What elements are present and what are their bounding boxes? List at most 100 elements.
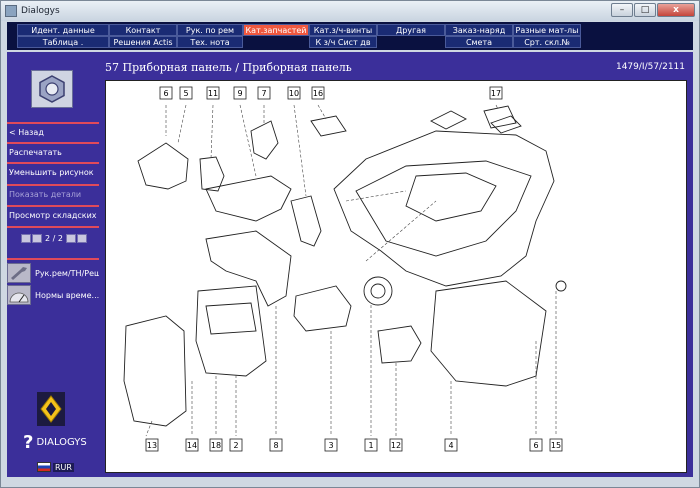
callout-6b[interactable]: 6 <box>533 441 538 450</box>
tab-actis-solutions[interactable]: Решения Actis <box>109 36 177 48</box>
title-bar: Dialogys – □ x <box>1 1 699 21</box>
tab-misc-materials[interactable]: Разные мат-лы <box>513 24 581 36</box>
part-center-console <box>195 285 267 377</box>
dashboard-body <box>333 130 555 287</box>
callout-7[interactable]: 7 <box>261 89 266 98</box>
dialogys-logo: ? DIALOGYS <box>23 432 87 453</box>
tab-stock-number[interactable]: Срт. скл.№ <box>513 36 581 48</box>
part-tray <box>293 285 352 332</box>
callout-6[interactable]: 6 <box>163 89 168 98</box>
part-knob <box>363 276 393 306</box>
russia-flag-icon <box>37 462 51 472</box>
vent-block-1 <box>430 110 467 130</box>
page-navigator: 2 / 2 <box>21 234 87 243</box>
tab-work-order[interactable]: Заказ-наряд <box>445 24 513 36</box>
part-plate-16 <box>310 115 347 137</box>
tab-parts-catalog[interactable]: Кат.запчастей <box>243 24 309 36</box>
part-knob-inner <box>370 283 386 299</box>
view-stock-numbers-button[interactable]: Просмотр складских но... <box>9 211 99 220</box>
tab-contact[interactable]: Контакт <box>109 24 177 36</box>
sidebar-separator <box>7 258 99 260</box>
tab-repair-manual[interactable]: Рук. по рем <box>177 24 243 36</box>
dashboard-inner <box>355 160 532 257</box>
maximize-button[interactable]: □ <box>634 3 656 17</box>
callout-10[interactable]: 10 <box>289 89 299 98</box>
callout-13[interactable]: 13 <box>147 441 157 450</box>
app-icon <box>5 5 17 17</box>
tab-ident[interactable]: Идент. данные <box>17 24 109 36</box>
tab-engine-parts[interactable]: К з/ч Сист дв <box>309 36 377 48</box>
time-norms-link[interactable]: Нормы време... <box>7 284 99 306</box>
part-vent <box>250 120 279 160</box>
window-title: Dialogys <box>21 6 60 16</box>
print-button[interactable]: Распечатать <box>9 148 62 157</box>
instrument-cluster-opening <box>405 172 497 222</box>
sidebar-separator <box>7 162 99 164</box>
callouts-top: 6 5 11 9 7 10 16 17 <box>159 86 503 100</box>
dialogys-question-icon: ? <box>23 432 34 453</box>
next-page-button[interactable] <box>65 234 76 243</box>
renault-logo <box>37 392 65 426</box>
page-indicator: 2 / 2 <box>45 234 63 243</box>
minimize-button[interactable]: – <box>611 3 633 17</box>
callout-12[interactable]: 12 <box>391 441 401 450</box>
callout-5[interactable]: 5 <box>183 89 188 98</box>
parts-exploded-drawing[interactable]: 6 5 11 9 7 10 16 17 <box>105 80 687 473</box>
callout-4[interactable]: 4 <box>448 441 453 450</box>
part-glovebox-lid <box>430 280 547 387</box>
callout-8[interactable]: 8 <box>273 441 278 450</box>
callout-3[interactable]: 3 <box>328 441 333 450</box>
shrink-drawing-button[interactable]: Уменьшить рисунок <box>9 168 94 177</box>
hex-nut-icon[interactable] <box>31 70 73 108</box>
callout-1[interactable]: 1 <box>368 441 373 450</box>
tab-tech-note[interactable]: Тех. нота <box>177 36 243 48</box>
last-page-button[interactable] <box>76 234 87 243</box>
back-button[interactable]: < Назад <box>9 128 44 137</box>
callout-9[interactable]: 9 <box>237 89 242 98</box>
sidebar-separator <box>7 142 99 144</box>
time-norms-label: Нормы време... <box>35 290 100 300</box>
callout-16[interactable]: 16 <box>313 89 323 98</box>
prev-page-button[interactable] <box>32 234 42 243</box>
part-bracket <box>199 156 225 192</box>
language-code: RUR <box>53 462 74 472</box>
sidebar-separator <box>7 122 99 124</box>
window-controls: – □ x <box>611 3 695 17</box>
left-sidebar: < Назад Распечатать Уменьшить рисунок По… <box>7 52 112 477</box>
first-page-button[interactable] <box>21 234 31 243</box>
callout-2[interactable]: 2 <box>233 441 238 450</box>
leader-lines <box>145 104 557 437</box>
tab-screws-catalog[interactable]: Кат.з/ч-винты <box>309 24 377 36</box>
tab-other[interactable]: Другая <box>377 24 445 36</box>
callout-18[interactable]: 18 <box>211 441 221 450</box>
repair-manual-link[interactable]: Рук.рем/ТН/Реш.... <box>7 262 112 284</box>
main-panel: 57 Приборная панель / Приборная панель 1… <box>99 52 693 477</box>
part-plate-17 <box>483 105 517 129</box>
drawing-reference: 1479/I/57/2111 <box>615 62 685 72</box>
callout-11[interactable]: 11 <box>208 89 218 98</box>
vent-block-2 <box>490 115 522 134</box>
show-details-button[interactable]: Показать детали <box>9 190 82 199</box>
part-frame <box>205 230 292 307</box>
tab-estimate[interactable]: Смета <box>445 36 513 48</box>
console-opening <box>205 302 257 335</box>
callout-15[interactable]: 15 <box>551 441 561 450</box>
drawing-canvas: 6 5 11 9 7 10 16 17 <box>123 86 567 452</box>
callouts-bottom: 13 14 18 2 8 3 1 12 4 6 15 <box>145 438 563 452</box>
sidebar-separator <box>7 184 99 186</box>
callout-14[interactable]: 14 <box>187 441 197 450</box>
gauge-icon <box>7 285 31 305</box>
sidebar-separator <box>7 205 99 207</box>
part-switch-block <box>377 325 422 364</box>
brand-name: DIALOGYS <box>36 437 87 448</box>
part-left-cover <box>137 142 189 190</box>
top-tab-grid: Идент. данные Контакт Рук. по рем Кат.за… <box>7 22 693 50</box>
callout-17[interactable]: 17 <box>491 89 501 98</box>
part-trim-strip <box>205 175 292 222</box>
tab-table[interactable]: Таблица . <box>17 36 109 48</box>
language-selector[interactable]: RUR <box>37 462 74 472</box>
close-button[interactable]: x <box>657 3 695 17</box>
part-bezel <box>290 195 322 247</box>
page-title: 57 Приборная панель / Приборная панель <box>105 61 352 74</box>
